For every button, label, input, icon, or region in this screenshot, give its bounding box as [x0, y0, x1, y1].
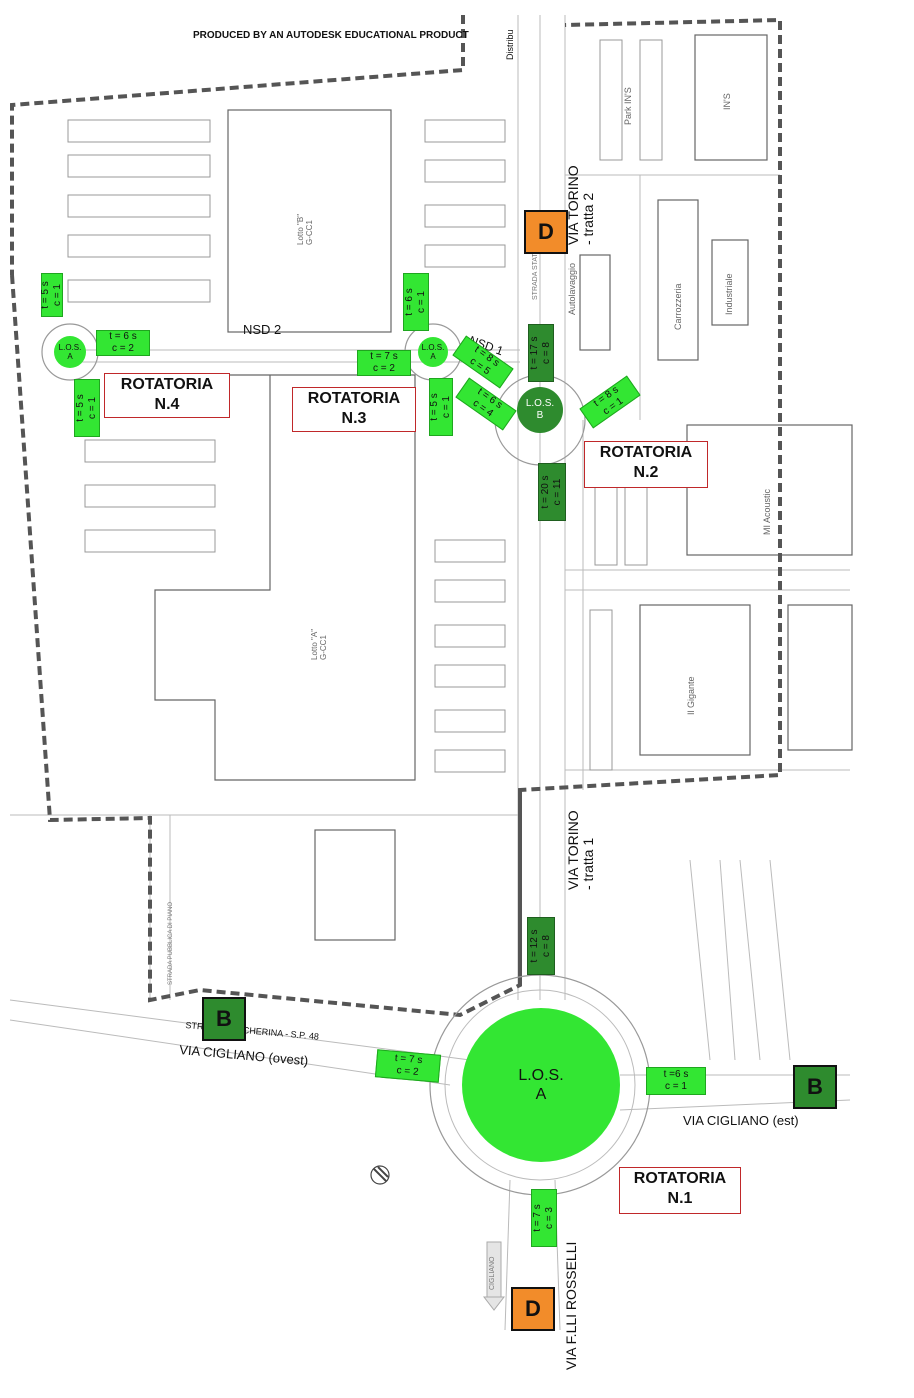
north-arrow-icon	[370, 1165, 390, 1185]
roundabout-n4-los: L.O.S. A	[54, 336, 86, 368]
rotatoria-n2-label: ROTATORIA N.2	[584, 441, 708, 488]
leg-queue: c = 8	[541, 935, 552, 957]
leg-time: t = 5 s	[75, 394, 86, 422]
leg-queue: c = 2	[396, 1065, 419, 1078]
lotto-b-label: Lotto "B" G-CC1	[296, 213, 314, 245]
roundabout-n3-los: L.O.S. A	[418, 337, 448, 367]
autolavaggio-label: Autolavaggio	[567, 262, 577, 315]
rotatoria-title: ROTATORIA	[633, 1170, 727, 1187]
site-boundary	[10, 15, 782, 1018]
rotatoria-n4-label: ROTATORIA N.4	[104, 373, 230, 418]
leg-queue: c = 2	[373, 363, 395, 374]
leg-queue: c = 8	[541, 342, 552, 364]
buildings	[154, 34, 853, 941]
rotatoria-n1-label: ROTATORIA N.1	[619, 1167, 741, 1214]
carrozzeria-label: Carrozzeria	[673, 283, 683, 330]
strada-pubblica-label: STRADA PUBBLICA DI PIANO	[168, 901, 174, 985]
leg-queue: c = 3	[544, 1207, 555, 1229]
rotatoria-number: N.4	[154, 396, 180, 413]
rotatoria-n3-label: ROTATORIA N.3	[292, 387, 416, 432]
leg-time: t = 5 s	[429, 393, 440, 421]
cigliano-arrow-icon	[482, 1241, 506, 1311]
rotatoria-title: ROTATORIA	[120, 376, 214, 393]
parking-areas	[67, 39, 663, 773]
lotto-a-label: Lotto "A" G-CC1	[310, 628, 328, 660]
los-grade: B	[536, 410, 544, 421]
leg-queue: c = 1	[87, 397, 98, 419]
park-ins-label: Park IN'S	[623, 87, 633, 125]
via-torino-tratta-2-label: VIA TORINO - tratta 2	[565, 165, 596, 245]
grade-via-torino-tratta-2: D	[524, 210, 568, 254]
rotatoria-number: N.3	[341, 410, 367, 427]
leg-time: t =6 s	[663, 1069, 689, 1080]
via-flli-rosselli-label: VIA F.LLI ROSSELLI	[563, 1241, 579, 1370]
cigliano-label: CIGLIANO	[489, 1256, 496, 1290]
los-grade: A	[67, 352, 73, 361]
roundabout-n2-los: L.O.S. B	[517, 387, 563, 433]
roundabout-n1-inner	[444, 989, 636, 1181]
los-label: L.O.S.	[518, 1067, 564, 1084]
los-label: L.O.S.	[525, 398, 555, 409]
leg-time: t = 6 s	[109, 331, 137, 342]
ins-label: IN'S	[722, 93, 732, 110]
mi-acoustic-label: MI Acoustic	[762, 488, 772, 535]
leg-queue: c = 1	[665, 1081, 687, 1092]
los-grade: A	[535, 1086, 547, 1103]
leg-queue: c = 2	[112, 343, 134, 354]
distribu-label: Distribu	[505, 29, 515, 60]
leg-time: t = 7 s	[532, 1204, 543, 1232]
grade-via-cigliano-est: B	[793, 1065, 837, 1109]
los-grade: A	[430, 352, 436, 361]
il-gigante-label: Il Gigante	[686, 676, 696, 715]
roundabout-n1-los: L.O.S. A	[462, 1008, 620, 1162]
via-cigliano-est-label: VIA CIGLIANO (est)	[683, 1113, 799, 1128]
rotatoria-title: ROTATORIA	[599, 444, 693, 461]
grade-via-flli-rosselli: D	[511, 1287, 555, 1331]
leg-time: t = 17 s	[529, 336, 540, 370]
leg-time: t = 7 s	[370, 351, 398, 362]
industriale-label: Industriale	[724, 273, 734, 315]
via-torino-tratta-1-label: VIA TORINO - tratta 1	[565, 810, 596, 890]
leg-queue: c = 1	[52, 284, 63, 306]
los-label: L.O.S.	[421, 343, 445, 352]
los-label: L.O.S.	[58, 343, 82, 352]
leg-time: t = 5 s	[40, 281, 51, 309]
grade-via-cigliano-ovest: B	[202, 997, 246, 1041]
leg-time: t = 6 s	[404, 288, 415, 316]
leg-queue: c = 11	[552, 478, 563, 506]
nsd2-label: NSD 2	[243, 322, 282, 337]
leg-time: t = 20 s	[540, 475, 551, 509]
leg-time: t = 12 s	[529, 929, 540, 963]
rotatoria-number: N.2	[633, 464, 659, 481]
leg-queue: c = 1	[441, 396, 452, 418]
rotatoria-number: N.1	[667, 1190, 693, 1207]
road-network	[9, 15, 851, 1331]
leg-queue: c = 1	[416, 291, 427, 313]
autodesk-watermark: PRODUCED BY AN AUTODESK EDUCATIONAL PROD…	[193, 30, 469, 41]
rotatoria-title: ROTATORIA	[307, 390, 401, 407]
